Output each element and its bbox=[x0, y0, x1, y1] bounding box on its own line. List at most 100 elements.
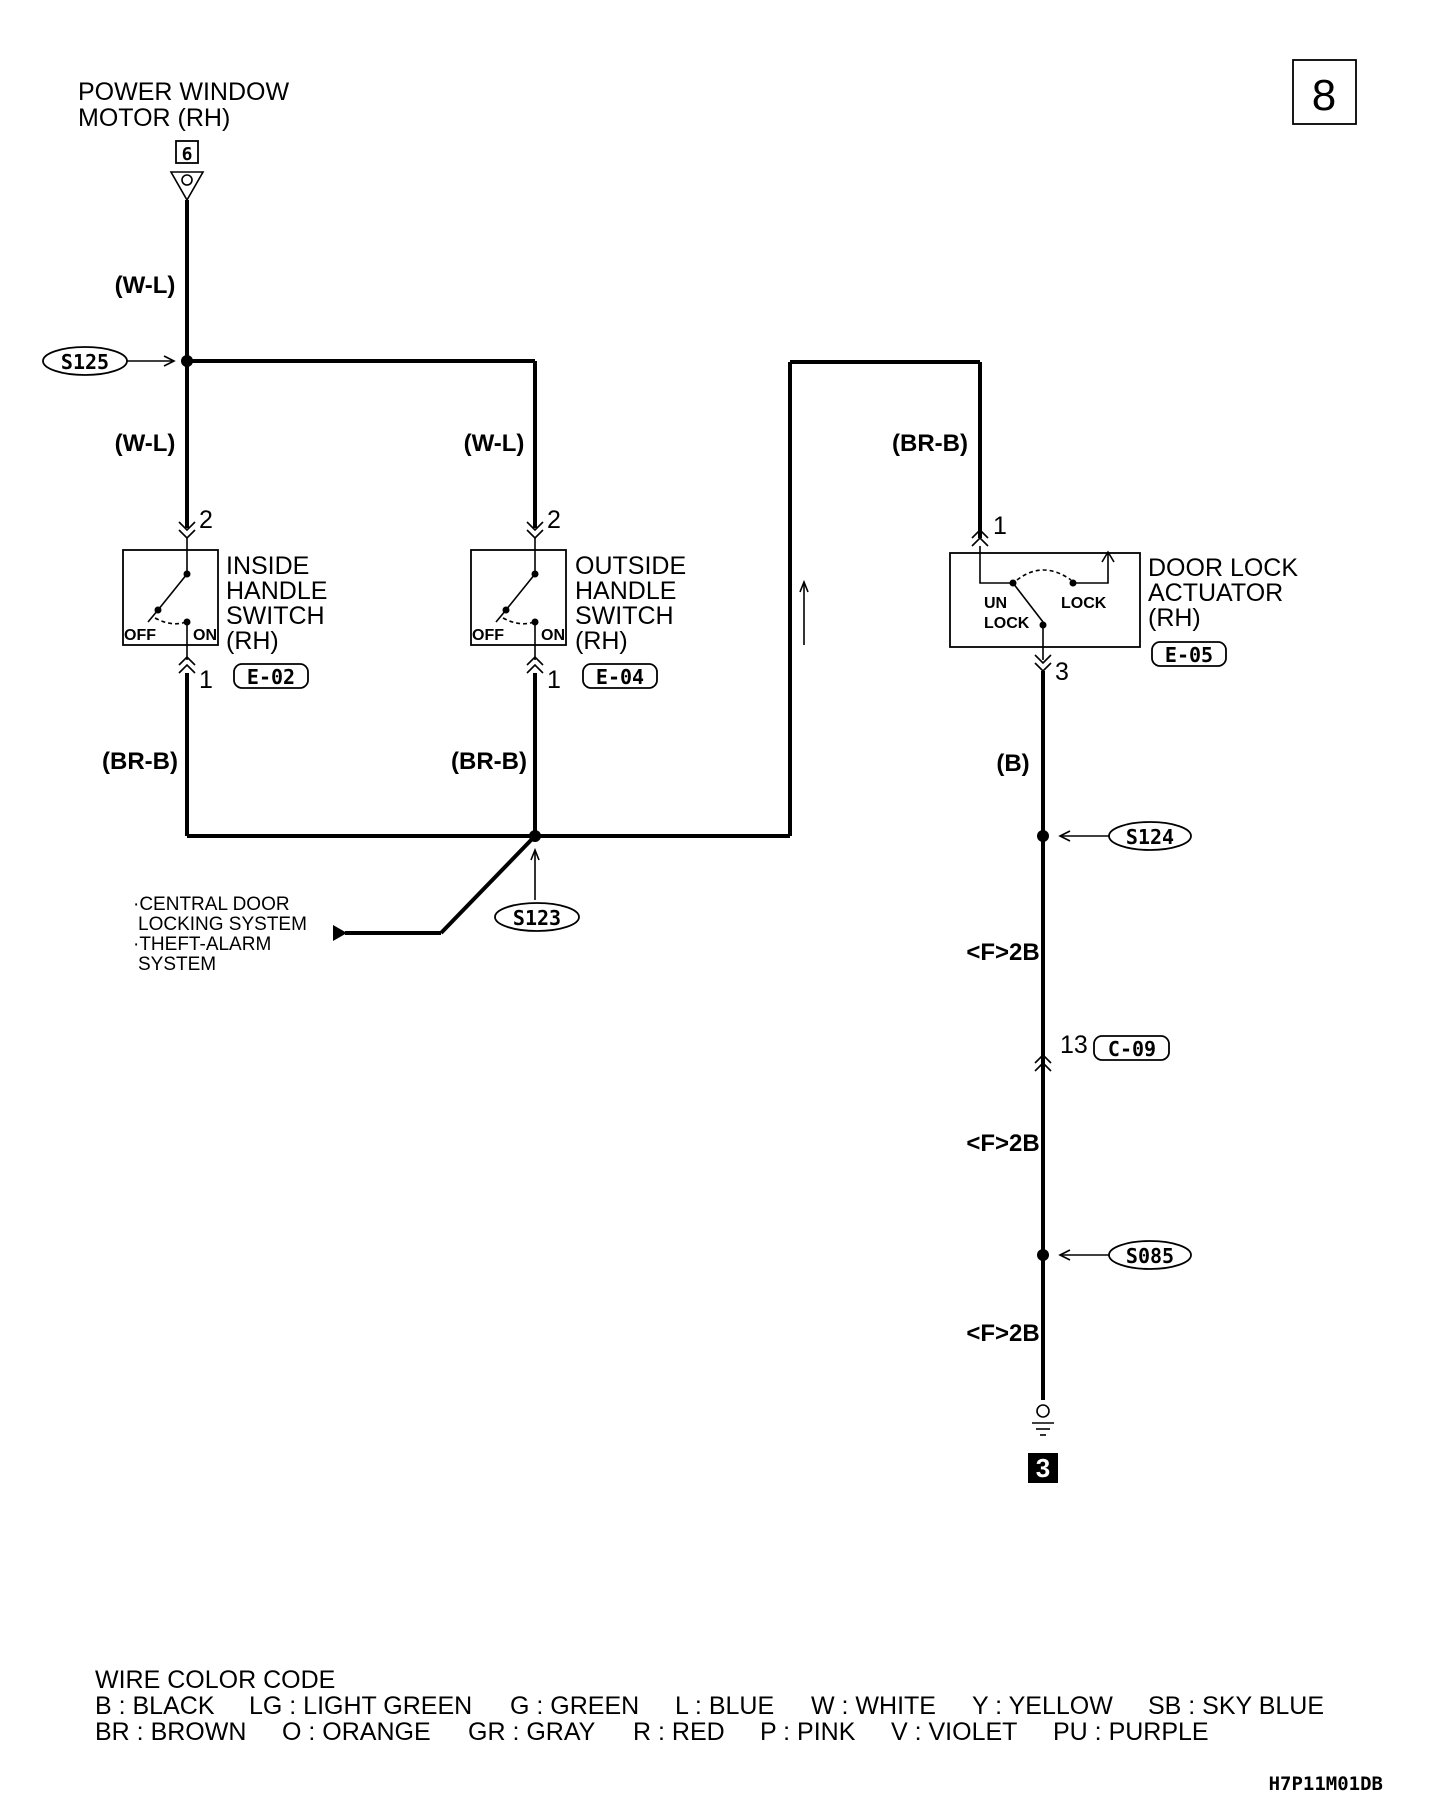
flow-arrowhead-icon bbox=[799, 579, 809, 593]
outside-switch-label-4: (RH) bbox=[575, 627, 628, 655]
color-code-pu: PU : PURPLE bbox=[1053, 1718, 1209, 1746]
actuator-dash bbox=[1016, 569, 1072, 581]
color-code-l: L : BLUE bbox=[675, 1692, 774, 1720]
outside-switch-box bbox=[470, 549, 567, 646]
splice-s123-badge bbox=[494, 902, 580, 932]
page-number: 8 bbox=[1312, 71, 1336, 120]
inside-switch-box bbox=[122, 549, 219, 646]
wire-label-outside-top: (W-L) bbox=[464, 430, 525, 457]
color-code-title: WIRE COLOR CODE bbox=[95, 1666, 335, 1694]
inside-switch-arm bbox=[147, 609, 159, 623]
c09-connector-badge bbox=[1093, 1035, 1170, 1061]
motor-pin: 6 bbox=[182, 144, 193, 165]
figure-id: H7P11M01DB bbox=[1269, 1773, 1383, 1795]
wire-label-ground-2: <F>2B bbox=[966, 1130, 1039, 1157]
color-code-y: Y : YELLOW bbox=[972, 1692, 1113, 1720]
motor-terminal-icon bbox=[169, 171, 205, 202]
system-note-2: LOCKING SYSTEM bbox=[138, 914, 307, 935]
actuator-connector: E-05 bbox=[1165, 643, 1213, 667]
actuator-unlock-1: UN bbox=[984, 595, 1007, 612]
actuator-lock: LOCK bbox=[1061, 595, 1107, 612]
inside-connector: E-02 bbox=[247, 665, 295, 689]
actuator-lead-right bbox=[1075, 553, 1109, 584]
outside-pin1-chevron-icon bbox=[526, 655, 544, 674]
ground-ref-box bbox=[1028, 1453, 1058, 1483]
actuator-contact-lock bbox=[1069, 579, 1077, 587]
splice-s123-label: S123 bbox=[513, 906, 561, 930]
ground-terminal-icon bbox=[1036, 1404, 1050, 1418]
outside-connector-badge bbox=[582, 663, 658, 689]
motor-title-2: MOTOR (RH) bbox=[78, 104, 230, 132]
inside-switch-label-2: HANDLE bbox=[226, 577, 327, 605]
inside-connector-badge bbox=[233, 663, 309, 689]
outside-switch-label-2: HANDLE bbox=[575, 577, 676, 605]
wire-label-inside-top: (W-L) bbox=[115, 430, 176, 457]
c09-connector: C-09 bbox=[1108, 1037, 1156, 1061]
page-number-box bbox=[1292, 59, 1357, 125]
actuator-unlock-2: LOCK bbox=[984, 615, 1030, 632]
motor-pin-box bbox=[175, 140, 199, 164]
splice-s124-badge bbox=[1108, 821, 1192, 851]
c09-chevron-icon bbox=[1034, 1053, 1052, 1072]
wire-label-inside-bottom: (BR-B) bbox=[102, 748, 178, 775]
inside-pin-top: 2 bbox=[199, 506, 213, 534]
actuator-label-2: ACTUATOR bbox=[1148, 579, 1283, 607]
wire-label-actuator-bottom: (B) bbox=[996, 750, 1029, 777]
inside-switch-label-3: SWITCH bbox=[226, 602, 325, 630]
system-note-4: SYSTEM bbox=[138, 954, 216, 975]
outside-switch-label-3: SWITCH bbox=[575, 602, 674, 630]
actuator-pin1-chevron-icon bbox=[971, 528, 989, 547]
splice-s085-badge bbox=[1108, 1240, 1192, 1270]
color-code-sb: SB : SKY BLUE bbox=[1148, 1692, 1324, 1720]
system-note-3: ·THEFT-ALARM bbox=[133, 934, 271, 955]
inside-switch-label-1: INSIDE bbox=[226, 552, 309, 580]
system-note-1: ·CENTRAL DOOR bbox=[133, 894, 290, 915]
actuator-lead-right-arrow-icon bbox=[1101, 550, 1115, 563]
inside-switch-blade bbox=[157, 573, 188, 611]
inside-switch-label-4: (RH) bbox=[226, 627, 279, 655]
splice-s125-arrowhead-icon bbox=[163, 355, 176, 367]
outside-switch-off: OFF bbox=[472, 627, 504, 644]
system-terminal-icon bbox=[333, 925, 347, 941]
actuator-pin-top: 1 bbox=[993, 512, 1007, 540]
outside-switch-on: ON bbox=[541, 627, 565, 644]
actuator-pin-bottom: 3 bbox=[1055, 658, 1069, 686]
outside-switch-arm bbox=[495, 609, 507, 623]
outside-switch-label-1: OUTSIDE bbox=[575, 552, 686, 580]
outside-connector: E-04 bbox=[596, 665, 644, 689]
color-code-v: V : VIOLET bbox=[891, 1718, 1017, 1746]
color-code-w: W : WHITE bbox=[811, 1692, 936, 1720]
actuator-lead-left bbox=[979, 546, 1012, 584]
splice-s124-dot bbox=[1037, 830, 1049, 842]
outside-pin-bottom: 1 bbox=[547, 666, 561, 694]
splice-s085-dot bbox=[1037, 1249, 1049, 1261]
color-code-r: R : RED bbox=[633, 1718, 725, 1746]
splice-s085-arrowhead-icon bbox=[1058, 1249, 1071, 1261]
inside-switch-on: ON bbox=[193, 627, 217, 644]
inside-pin1-chevron-icon bbox=[178, 655, 196, 674]
motor-terminal-circle-icon bbox=[181, 174, 193, 186]
wire-label-actuator-top: (BR-B) bbox=[892, 430, 968, 457]
actuator-box bbox=[949, 552, 1141, 648]
actuator-label-3: (RH) bbox=[1148, 604, 1201, 632]
splice-s125-label: S125 bbox=[61, 350, 109, 374]
inside-switch-off: OFF bbox=[124, 627, 156, 644]
wire-brb-diagonal bbox=[439, 834, 537, 935]
color-code-gr: GR : GRAY bbox=[468, 1718, 596, 1746]
inside-pin-bottom: 1 bbox=[199, 666, 213, 694]
color-code-p: P : PINK bbox=[760, 1718, 856, 1746]
color-code-lg: LG : LIGHT GREEN bbox=[249, 1692, 472, 1720]
actuator-label-1: DOOR LOCK bbox=[1148, 554, 1298, 582]
wire-label-ground-3: <F>2B bbox=[966, 1320, 1039, 1347]
splice-s124-arrowhead-icon bbox=[1058, 830, 1071, 842]
c09-pin: 13 bbox=[1060, 1031, 1088, 1059]
color-code-g: G : GREEN bbox=[510, 1692, 639, 1720]
color-code-br: BR : BROWN bbox=[95, 1718, 246, 1746]
splice-s123-arrowhead-icon bbox=[530, 847, 540, 861]
splice-s085-label: S085 bbox=[1126, 1244, 1174, 1268]
wire-label-ground-1: <F>2B bbox=[966, 939, 1039, 966]
wire-label-top: (W-L) bbox=[115, 272, 176, 299]
actuator-blade bbox=[1012, 582, 1044, 623]
color-code-o: O : ORANGE bbox=[282, 1718, 431, 1746]
